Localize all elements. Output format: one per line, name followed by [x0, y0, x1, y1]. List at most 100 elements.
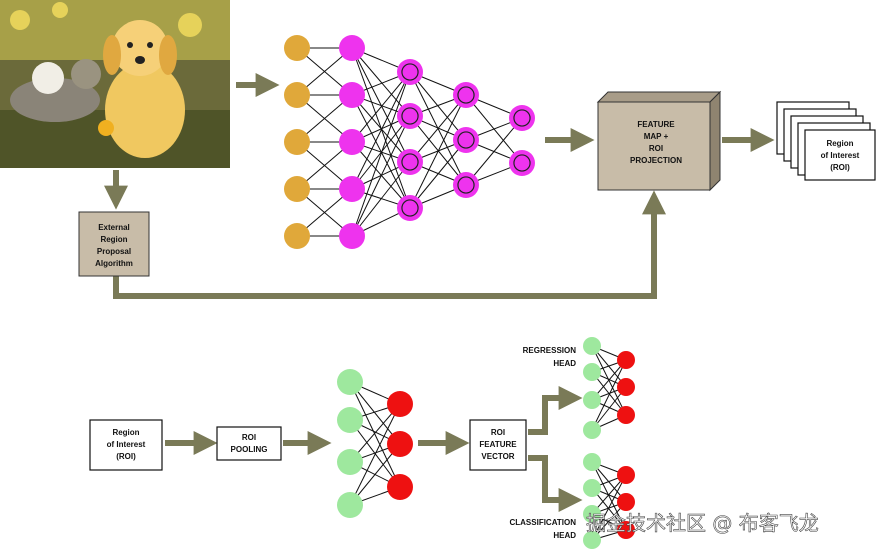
network-edge	[591, 386, 627, 431]
network-node	[339, 223, 365, 249]
network-node-ring	[401, 153, 419, 171]
network-node	[387, 431, 413, 457]
network-node	[583, 337, 601, 355]
network-node-ring	[457, 86, 475, 104]
network-node	[387, 391, 413, 417]
feature-map-box: FEATURE MAP + ROI PROJECTION	[596, 90, 722, 192]
external-region-proposal-box: External Region Proposal Algorithm	[78, 211, 150, 277]
network-node	[284, 82, 310, 108]
fm-line-3: ROI	[649, 144, 663, 153]
top-cnn-network	[284, 35, 535, 249]
roi-pooling-box: ROI POOLING	[216, 426, 282, 461]
connector-arrows	[104, 73, 775, 512]
roi-stack-line-3: (ROI)	[830, 163, 850, 172]
network-node-ring	[457, 176, 475, 194]
network-node	[583, 421, 601, 439]
network-node	[397, 59, 423, 85]
erp-line-2: Region	[100, 235, 127, 244]
network-node	[583, 479, 601, 497]
network-node	[583, 363, 601, 381]
network-node	[284, 223, 310, 249]
network-edge	[351, 71, 411, 143]
classification-head: CLASSIFICATION HEAD	[509, 453, 635, 549]
network-edge	[591, 461, 627, 531]
network-edge	[349, 381, 401, 488]
network-edge	[351, 115, 411, 190]
fm-line-2: MAP +	[644, 132, 669, 141]
erp-line-1: External	[98, 223, 130, 232]
fm-line-1: FEATURE	[637, 120, 675, 129]
rfv-line-2: FEATURE	[479, 440, 517, 449]
network-node	[337, 407, 363, 433]
network-edge	[591, 359, 627, 431]
roi-stack-line-2: of Interest	[821, 151, 860, 160]
network-node	[617, 351, 635, 369]
network-edge	[591, 487, 627, 531]
network-node	[509, 150, 535, 176]
network-node	[583, 391, 601, 409]
classification-label-2: HEAD	[553, 531, 576, 540]
network-node	[339, 82, 365, 108]
network-edge	[351, 71, 411, 190]
network-node	[583, 453, 601, 471]
network-node	[453, 127, 479, 153]
network-node	[284, 129, 310, 155]
network-node	[617, 406, 635, 424]
network-node-ring	[401, 107, 419, 125]
erp-line-4: Algorithm	[95, 259, 133, 268]
network-edge	[409, 94, 467, 209]
watermark-text: 掘金技术社区 @ 布客飞龙	[586, 511, 819, 535]
network-node-ring	[513, 109, 531, 127]
network-node	[453, 172, 479, 198]
roi-box-line-2: of Interest	[107, 440, 146, 449]
roi-box-line-3: (ROI)	[116, 452, 136, 461]
network-edge	[591, 474, 627, 541]
rfv-line-1: ROI	[491, 428, 505, 437]
network-node	[397, 149, 423, 175]
fm-line-4: PROJECTION	[630, 156, 682, 165]
bottom-roi-box: Region of Interest (ROI)	[89, 419, 163, 471]
classification-label-1: CLASSIFICATION	[509, 518, 576, 527]
network-edge	[349, 403, 401, 506]
bottom-fc-network	[337, 369, 413, 518]
network-node	[339, 176, 365, 202]
network-node	[397, 195, 423, 221]
network-node	[339, 35, 365, 61]
network-node	[397, 103, 423, 129]
network-node-ring	[513, 154, 531, 172]
network-node	[617, 378, 635, 396]
network-node	[453, 82, 479, 108]
network-edge	[409, 94, 467, 163]
network-node	[617, 493, 635, 511]
network-node-ring	[401, 199, 419, 217]
network-node	[583, 505, 601, 523]
roi-feature-vector-box: ROI FEATURE VECTOR	[469, 419, 527, 471]
roi-stack-line-1: Region	[826, 139, 853, 148]
network-node	[583, 531, 601, 549]
roi-box-line-1: Region	[112, 428, 139, 437]
network-edge	[351, 161, 411, 237]
roi-stack: Region of Interest (ROI)	[776, 101, 876, 181]
network-node	[509, 105, 535, 131]
network-node	[284, 35, 310, 61]
regression-label-2: HEAD	[553, 359, 576, 368]
network-node	[617, 521, 635, 539]
network-edge	[349, 443, 401, 506]
network-node-ring	[457, 131, 475, 149]
network-node	[337, 492, 363, 518]
network-node-ring	[401, 63, 419, 81]
network-node	[337, 449, 363, 475]
regression-head: REGRESSION HEAD	[523, 337, 635, 439]
network-node	[339, 129, 365, 155]
network-edge	[349, 381, 401, 445]
erp-line-3: Proposal	[97, 247, 131, 256]
network-edge	[465, 117, 523, 186]
regression-label-1: REGRESSION	[523, 346, 577, 355]
network-node	[284, 176, 310, 202]
network-node	[337, 369, 363, 395]
network-edge	[409, 139, 467, 209]
rfv-line-3: VECTOR	[481, 452, 514, 461]
roi-pooling-line-2: POOLING	[231, 445, 268, 454]
photo-image	[0, 0, 230, 168]
